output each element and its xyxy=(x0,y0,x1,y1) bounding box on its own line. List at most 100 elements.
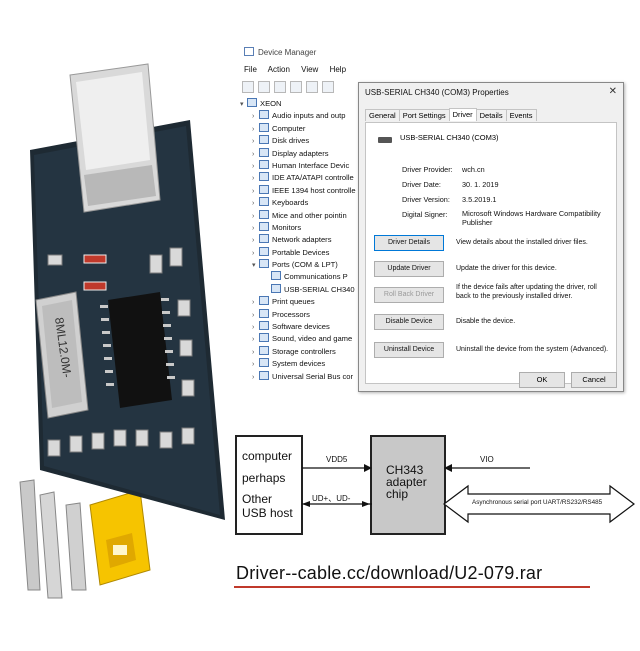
download-url: Driver--cable.cc/download/U2-079.rar xyxy=(236,563,543,583)
tab-general[interactable]: General xyxy=(365,109,400,121)
tree-item[interactable]: ›Computer xyxy=(240,122,360,135)
tree-item[interactable]: ›Display adapters xyxy=(240,147,360,160)
tree-item-label: System devices xyxy=(272,359,326,369)
chip-box: CH343 adapter chip xyxy=(370,435,446,535)
menu-file[interactable]: File xyxy=(244,65,257,74)
tree-item[interactable]: ›IEEE 1394 host controlle xyxy=(240,184,360,197)
tree-item[interactable]: ›Network adapters xyxy=(240,234,360,246)
host-line-computer: computer xyxy=(242,449,293,463)
chip-line-1: CH343 xyxy=(386,463,424,477)
tree-item-label: USB-SERIAL CH340 xyxy=(284,284,355,294)
tab-details[interactable]: Details xyxy=(475,109,507,121)
chevron-right-icon[interactable]: › xyxy=(252,113,255,121)
properties-dialog: USB-SERIAL CH340 (COM3) Properties ✕ Gen… xyxy=(358,82,624,392)
tab-events[interactable]: Events xyxy=(505,109,537,121)
chevron-down-icon[interactable]: ▾ xyxy=(252,262,256,270)
chevron-right-icon[interactable]: › xyxy=(252,200,255,208)
tree-item[interactable]: ›Human Interface Devic xyxy=(240,159,360,172)
tree-item-label: Mice and other pointin xyxy=(272,210,347,220)
chevron-right-icon[interactable]: › xyxy=(252,138,255,146)
chevron-right-icon[interactable]: › xyxy=(252,224,255,232)
tree-item[interactable]: ›Software devices xyxy=(240,321,360,333)
dialog-title: USB-SERIAL CH340 (COM3) Properties xyxy=(365,88,509,97)
chevron-right-icon[interactable]: › xyxy=(252,299,255,307)
tree-item[interactable]: ›Portable Devices xyxy=(240,246,360,259)
tree-item[interactable]: ›Disk drives xyxy=(240,135,360,147)
tree-item[interactable]: › System devices xyxy=(240,358,360,370)
tree-item[interactable]: › Print queues xyxy=(240,296,360,308)
device-tree: ▾XEON›Audio inputs and outp›Computer›Dis… xyxy=(240,98,360,383)
chevron-right-icon[interactable]: › xyxy=(252,162,255,170)
chevron-right-icon[interactable]: › xyxy=(252,348,255,356)
chevron-right-icon[interactable]: › xyxy=(252,324,255,332)
tree-item-label: Monitors xyxy=(272,222,302,232)
driver-version-label: Driver Version: xyxy=(402,195,450,204)
device-icon xyxy=(259,333,269,343)
chip-line-3: chip xyxy=(386,487,409,501)
tree-item[interactable]: ›IDE ATA/ATAPI controlle xyxy=(240,172,360,184)
device-name: USB-SERIAL CH340 (COM3) xyxy=(400,133,499,142)
chevron-right-icon[interactable]: › xyxy=(252,361,255,369)
chevron-right-icon[interactable]: › xyxy=(252,175,255,183)
chevron-right-icon[interactable]: › xyxy=(252,311,255,319)
forward-icon[interactable] xyxy=(258,81,270,93)
menu-action[interactable]: Action xyxy=(267,65,290,74)
chevron-right-icon[interactable]: › xyxy=(252,212,255,220)
crystal-oscillator: 8ML12.0M- xyxy=(35,291,89,419)
tab-driver[interactable]: Driver xyxy=(448,108,477,121)
chevron-right-icon[interactable]: › xyxy=(252,336,255,344)
header-pins xyxy=(19,479,87,599)
tree-item[interactable]: ▾Ports (COM & LPT) xyxy=(240,259,360,271)
chip-line-2: adapter xyxy=(386,475,427,489)
update-driver-button[interactable]: Update Driver xyxy=(374,261,444,277)
tree-item[interactable]: ›Audio inputs and outp xyxy=(240,110,360,122)
device-manager-titlebar: Device Manager xyxy=(244,47,316,57)
tree-item[interactable]: › Monitors xyxy=(240,221,360,234)
chevron-right-icon[interactable]: › xyxy=(252,125,255,133)
menu-help[interactable]: Help xyxy=(329,65,347,74)
tree-item[interactable]: ›Storage controllers xyxy=(240,345,360,358)
uninstall-device-desc: Uninstall the device from the system (Ad… xyxy=(456,346,609,353)
status-leds xyxy=(83,254,107,291)
properties-icon[interactable] xyxy=(274,81,286,93)
device-icon xyxy=(271,283,281,293)
driver-details-button[interactable]: Driver Details xyxy=(374,235,444,251)
cancel-button[interactable]: Cancel xyxy=(571,372,617,388)
close-icon[interactable]: ✕ xyxy=(608,86,617,97)
tree-item[interactable]: › Universal Serial Bus cor xyxy=(240,370,360,383)
tree-item-label: Universal Serial Bus cor xyxy=(272,371,354,381)
driver-pane: USB-SERIAL CH340 (COM3) Driver Provider:… xyxy=(365,122,617,384)
serial-label: Asynchronous serial port UART/RS232/RS48… xyxy=(472,499,603,506)
scan-icon[interactable] xyxy=(306,81,318,93)
device-icon xyxy=(259,159,269,169)
monitor-icon[interactable] xyxy=(322,81,334,93)
tree-item[interactable]: ›Processors xyxy=(240,308,360,321)
ok-button[interactable]: OK xyxy=(519,372,565,388)
uninstall-device-button[interactable]: Uninstall Device xyxy=(374,342,444,358)
tree-item-label: Print queues xyxy=(272,297,315,307)
menu-view[interactable]: View xyxy=(301,65,319,74)
chevron-down-icon[interactable]: ▾ xyxy=(240,101,244,108)
device-icon xyxy=(259,308,269,318)
device-icon xyxy=(259,122,269,132)
chevron-right-icon[interactable]: › xyxy=(252,187,255,195)
device-icon xyxy=(259,370,269,380)
smd-components xyxy=(47,247,195,457)
tab-port-settings[interactable]: Port Settings xyxy=(398,109,450,121)
menu-bar: File Action View Help xyxy=(244,65,355,74)
tree-item[interactable]: Communications P xyxy=(240,271,360,283)
chevron-right-icon[interactable]: › xyxy=(252,237,255,245)
device-icon xyxy=(259,221,269,231)
back-icon[interactable] xyxy=(242,81,254,93)
tree-item[interactable]: ›Sound, video and game xyxy=(240,333,360,345)
tree-item[interactable]: ▾XEON xyxy=(240,98,360,110)
disable-device-button[interactable]: Disable Device xyxy=(374,314,444,330)
tree-item[interactable]: › Mice and other pointin xyxy=(240,209,360,222)
tree-item[interactable]: USB-SERIAL CH340 xyxy=(240,283,360,296)
roll-back-driver-button[interactable]: Roll Back Driver xyxy=(374,287,444,303)
chevron-right-icon[interactable]: › xyxy=(252,150,255,158)
chevron-right-icon[interactable]: › xyxy=(252,249,255,257)
help-icon[interactable] xyxy=(290,81,302,93)
tree-item[interactable]: ›Keyboards xyxy=(240,197,360,209)
chevron-right-icon[interactable]: › xyxy=(252,373,255,381)
